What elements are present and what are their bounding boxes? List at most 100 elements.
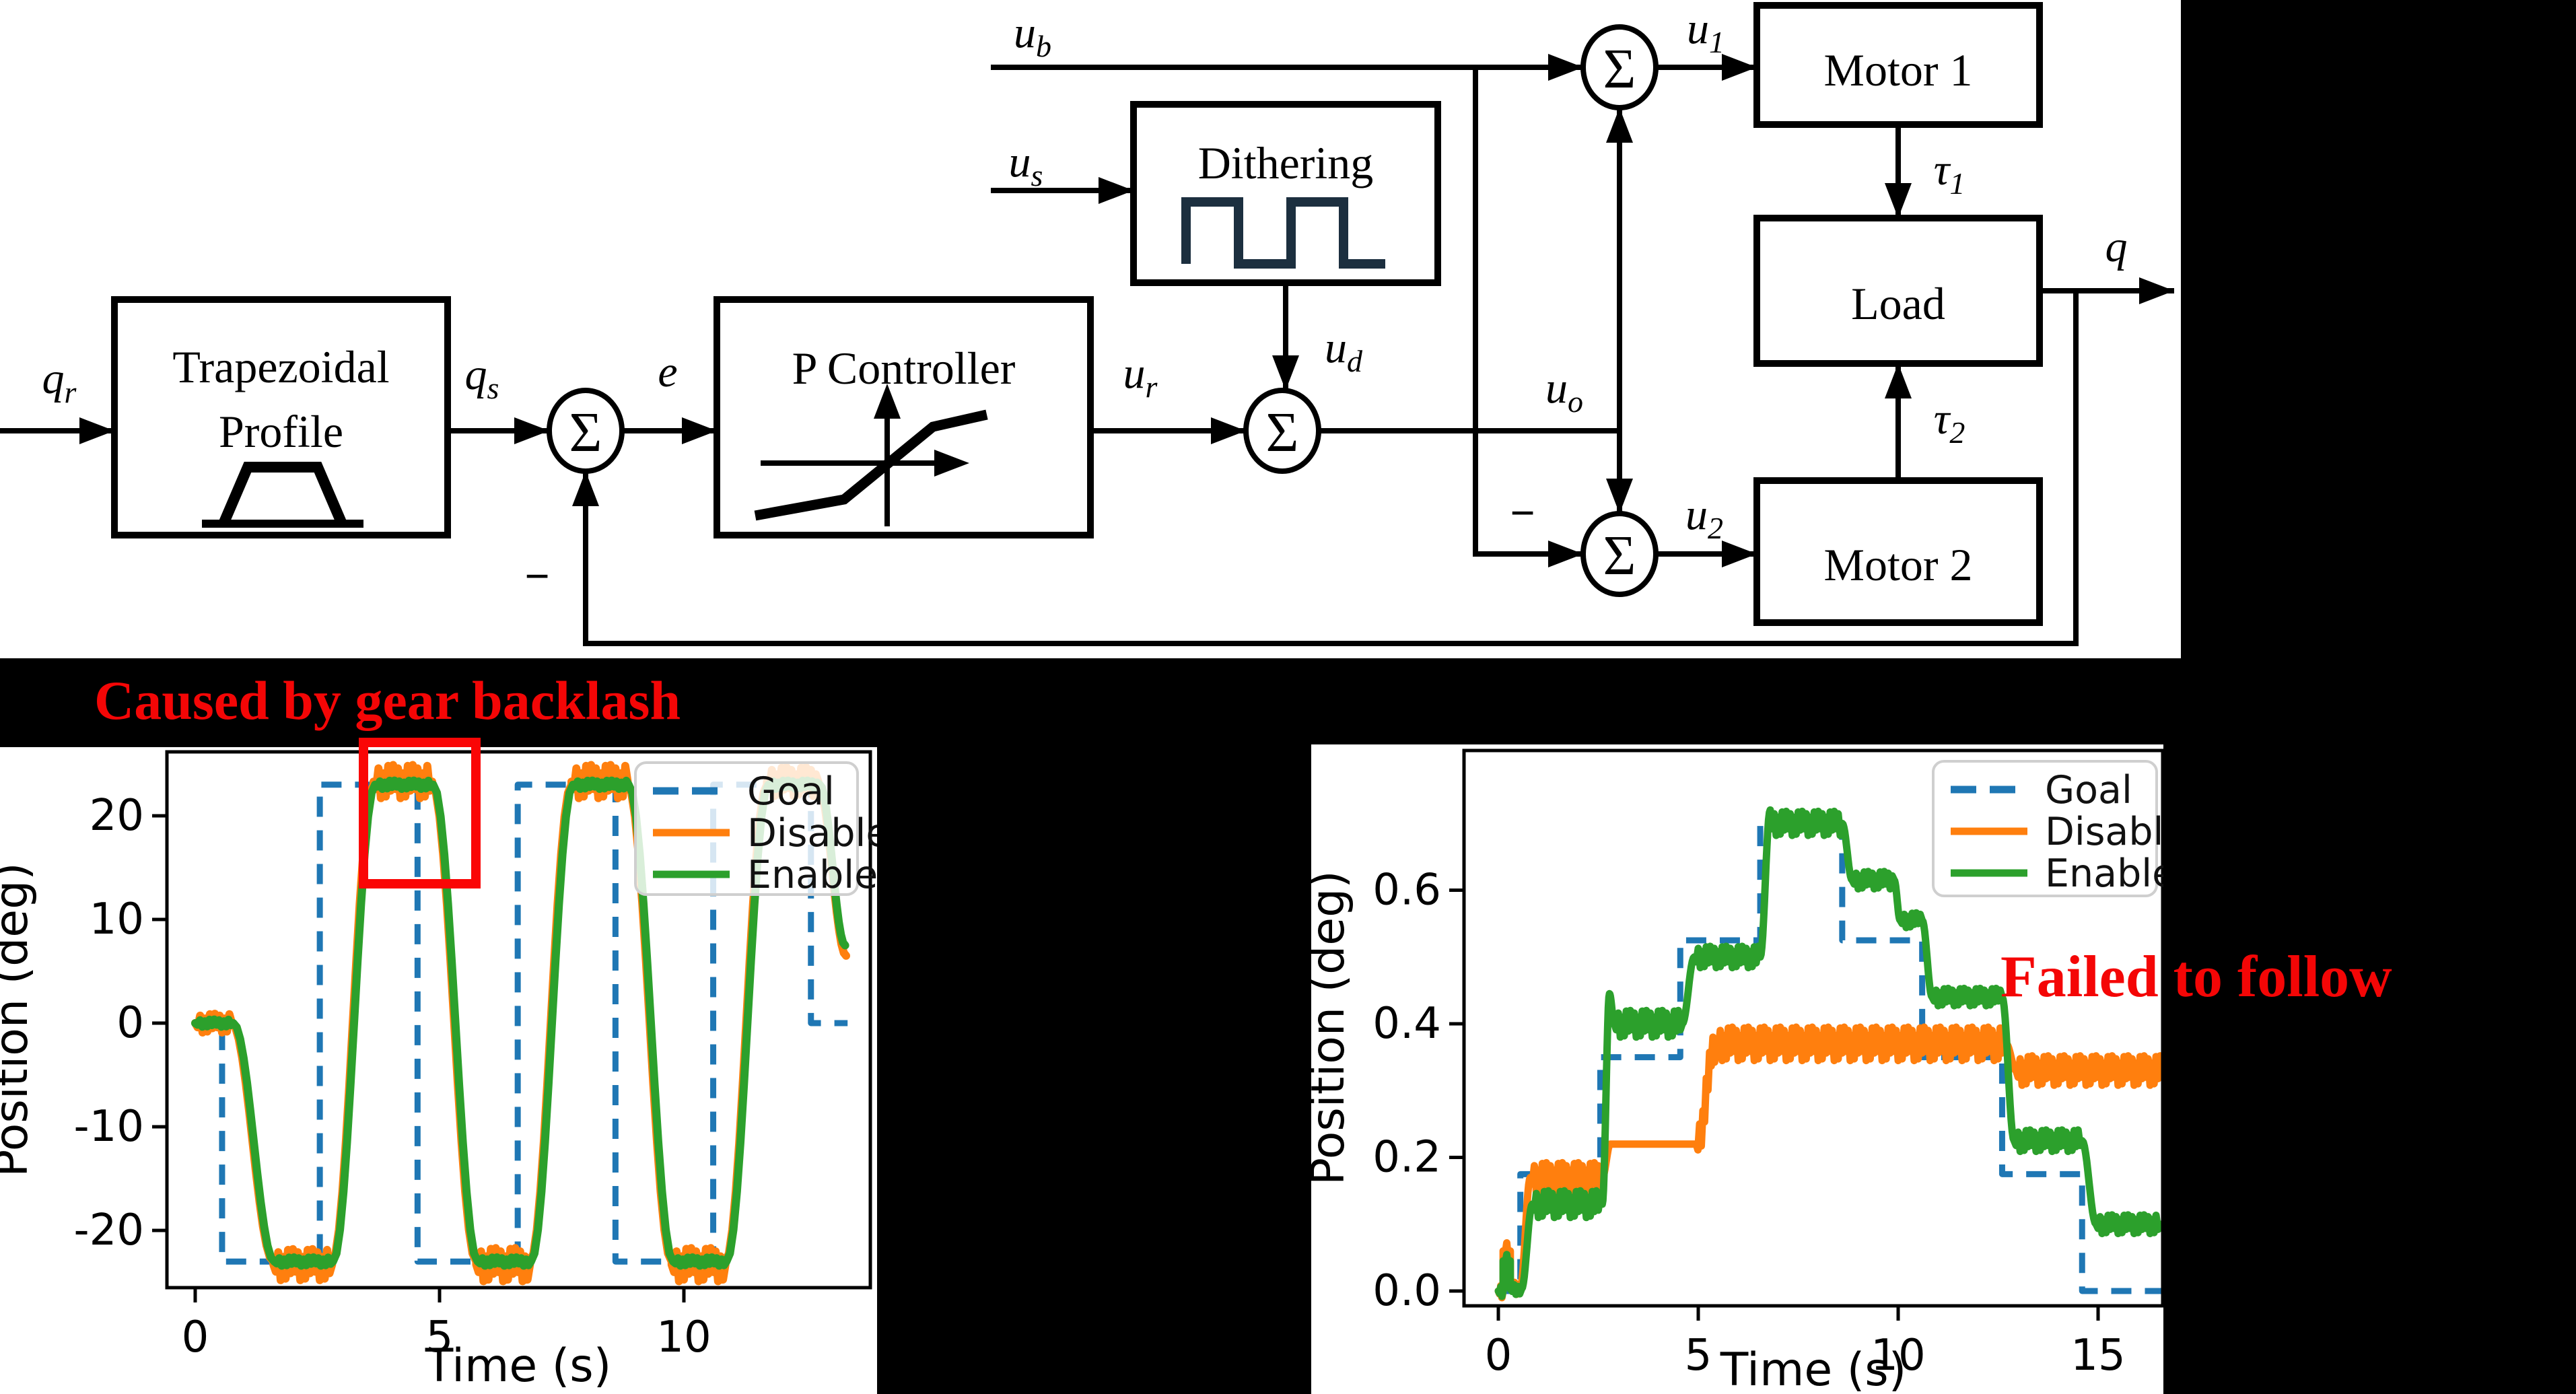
- block-label-trapezoidal-profile: Trapezoidal: [172, 341, 389, 392]
- legend-label-enabled: Enabled: [2045, 851, 2163, 896]
- block-p-controller: [713, 296, 1094, 538]
- series-enabled: [1494, 806, 2163, 1300]
- signal-label-qs: qs: [465, 350, 499, 405]
- axes-frame: [165, 750, 872, 1290]
- q-arrow-arrowhead: [2139, 277, 2174, 304]
- x-tick-label: 10: [1871, 1331, 1925, 1381]
- u2-arrow-arrowhead: [1722, 541, 1757, 567]
- x-tick-label: 10: [656, 1313, 711, 1362]
- sum-junction-sum-motor1: [1580, 24, 1659, 110]
- e-arrow-arrowhead: [682, 417, 717, 444]
- saturation-yaxis-arrowhead: [874, 384, 901, 419]
- legend-label-goal: Goal: [2045, 768, 2132, 812]
- series-disabled: [1494, 1023, 2163, 1302]
- block-motor-2: [1753, 477, 2043, 626]
- connector-feedback: [583, 291, 2079, 646]
- y-tick-label: 0: [116, 998, 144, 1048]
- signal-label-u1: u1: [1687, 4, 1725, 59]
- tau2-arrow-arrowhead: [1885, 363, 1912, 398]
- x-tick-label: 0: [1485, 1331, 1512, 1381]
- block-label-trapezoidal-profile: Profile: [219, 406, 343, 457]
- y-tick-label: -10: [73, 1102, 144, 1152]
- y-tick-label: -20: [73, 1206, 144, 1255]
- feedback-arrowhead: [572, 471, 599, 506]
- block-dithering: [1130, 101, 1441, 286]
- caused-by-gear-backlash-label: Caused by gear backlash: [94, 670, 681, 731]
- u1-arrow-arrowhead: [1722, 54, 1757, 81]
- signal-label-u2: u2: [1685, 490, 1723, 545]
- block-load: [1753, 215, 2043, 367]
- signal-label-q-out: q: [2105, 222, 2128, 271]
- block-label-dithering: Dithering: [1198, 137, 1374, 188]
- block-label-motor-1: Motor 1: [1824, 44, 1973, 96]
- qr-arrow-arrowhead: [79, 417, 114, 444]
- x-tick-label: 15: [2070, 1331, 2125, 1381]
- trapezoid-icon: [218, 462, 347, 526]
- squarewave-icon: [1181, 197, 1385, 269]
- connector-ub-branch: [1473, 67, 1583, 557]
- y-tick-label: 0.6: [1372, 866, 1441, 915]
- ub-line-arrowhead: [1548, 54, 1583, 81]
- y-tick-label: 0.4: [1372, 999, 1441, 1049]
- sum-junction-sum-dither: [1243, 388, 1321, 474]
- legend-label-goal: Goal: [747, 769, 835, 814]
- saturation-xaxis-arrowhead: [934, 450, 969, 477]
- x-axis-label: Time (s): [425, 1339, 612, 1393]
- y-axis-label: Position (deg): [1311, 870, 1355, 1185]
- ud-arrow-arrowhead: [1272, 355, 1299, 390]
- tau1-arrow-arrowhead: [1885, 183, 1912, 218]
- y-tick-label: 10: [90, 895, 144, 944]
- us-arrow-arrowhead: [1099, 177, 1134, 204]
- signal-label-minus-motor2: −: [1510, 489, 1535, 538]
- uo-down-arrowhead: [1606, 479, 1633, 514]
- backlash-highlight-rect: [359, 738, 481, 888]
- legend-box: [1932, 760, 2158, 897]
- sum-junction-sum-motor2: [1580, 511, 1659, 597]
- x-tick-label: 5: [426, 1313, 454, 1362]
- block-motor-1: [1753, 2, 2043, 128]
- ur-arrow-arrowhead: [1211, 417, 1246, 444]
- axes-frame: [1462, 748, 2163, 1308]
- saturation-icon-curve: [754, 409, 988, 521]
- legend-label-enabled: Enabled: [747, 853, 877, 897]
- y-axis-label: Position (deg): [0, 862, 38, 1177]
- signal-label-minus-error: −: [524, 552, 550, 601]
- block-label-load: Load: [1851, 278, 1945, 329]
- block-trapezoidal-profile: [111, 296, 451, 538]
- block-label-motor-2: Motor 2: [1824, 539, 1973, 590]
- x-axis-label: Time (s): [1720, 1344, 1907, 1394]
- x-tick-label: 5: [1685, 1331, 1712, 1381]
- legend-label-disabled: Disabled: [2045, 810, 2163, 854]
- sum-glyph-sum-dither: Σ: [1266, 401, 1299, 464]
- series-enabled: [191, 776, 849, 1270]
- y-tick-label: 0.0: [1372, 1266, 1441, 1316]
- block-label-p-controller: P Controller: [792, 343, 1016, 394]
- signal-label-ud: ud: [1325, 323, 1363, 378]
- uo-up-arrowhead: [1606, 108, 1633, 143]
- signal-label-e: e: [658, 347, 677, 396]
- sum-glyph-sum-motor1: Σ: [1603, 38, 1636, 100]
- ub-branch-arrowhead: [1548, 541, 1583, 567]
- y-tick-label: 0.2: [1372, 1133, 1441, 1183]
- signal-label-uo: uo: [1545, 363, 1583, 419]
- signal-label-tau1: τ1: [1934, 145, 1965, 201]
- sum-glyph-sum-error: Σ: [569, 401, 602, 464]
- signal-label-ub: ub: [1014, 8, 1051, 63]
- x-tick-label: 0: [182, 1313, 209, 1362]
- failed-to-follow-label: Failed to follow: [2000, 944, 2392, 1010]
- sum-junction-sum-error: [547, 388, 625, 474]
- qs-arrow-arrowhead: [514, 417, 549, 444]
- signal-label-qr: qr: [42, 354, 77, 409]
- sum-glyph-sum-motor2: Σ: [1603, 524, 1636, 587]
- legend-box: [634, 761, 859, 896]
- y-tick-label: 20: [90, 791, 144, 841]
- signal-label-us: us: [1009, 137, 1043, 193]
- signal-label-ur: ur: [1123, 349, 1158, 404]
